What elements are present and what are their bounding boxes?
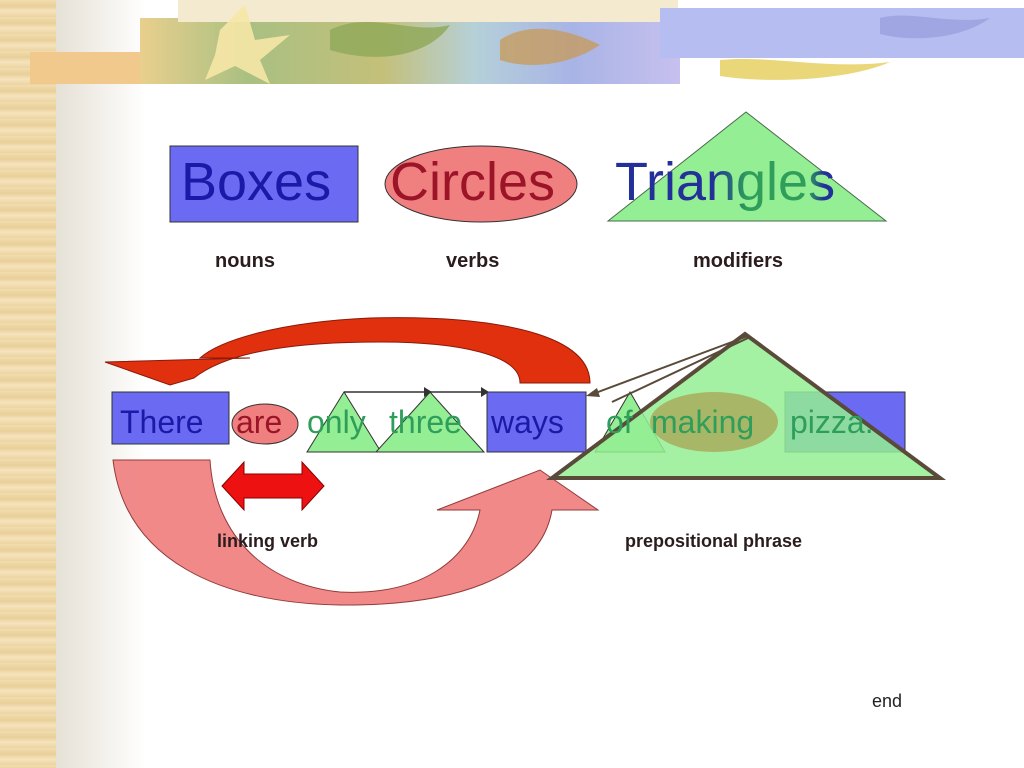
nouns-label: nouns <box>215 250 275 272</box>
modifiers-triangle <box>606 111 888 222</box>
word-making: making <box>651 404 755 440</box>
three-triangle <box>374 391 486 453</box>
are-circle <box>231 403 299 445</box>
linking-verb-label: linking verb <box>217 531 319 551</box>
triangles-text: Triangles <box>615 152 836 212</box>
word-are: are <box>236 404 283 440</box>
boxes-label: Boxes <box>181 152 332 212</box>
modifiers-label: modifiers <box>693 250 784 272</box>
red-curved-arrow <box>104 317 591 386</box>
decorative-sidebar <box>0 0 56 768</box>
verbs-label: verbs <box>446 250 500 272</box>
sidebar-shadow <box>56 0 146 768</box>
ways-box <box>486 391 587 453</box>
word-three: three <box>389 404 462 440</box>
word-there: There <box>120 404 204 440</box>
circles-label: Circles <box>390 152 556 212</box>
end-link[interactable]: end <box>872 691 903 711</box>
nouns-box <box>169 145 359 223</box>
double-arrow <box>221 460 325 512</box>
word-pizza: pizza. <box>790 404 874 440</box>
word-ways: ways <box>491 404 564 440</box>
word-only: only <box>307 404 366 440</box>
decorative-leaf-banner <box>30 0 1024 84</box>
pink-curved-arrow <box>112 459 600 606</box>
only-triangle <box>306 391 382 453</box>
making-ellipse <box>650 392 778 452</box>
word-of: of <box>606 404 633 440</box>
verbs-circle <box>384 145 578 223</box>
triangles-label: Triangles <box>615 155 835 209</box>
there-box <box>111 391 230 445</box>
prepositional-phrase-label: prepositional phrase <box>625 531 803 551</box>
